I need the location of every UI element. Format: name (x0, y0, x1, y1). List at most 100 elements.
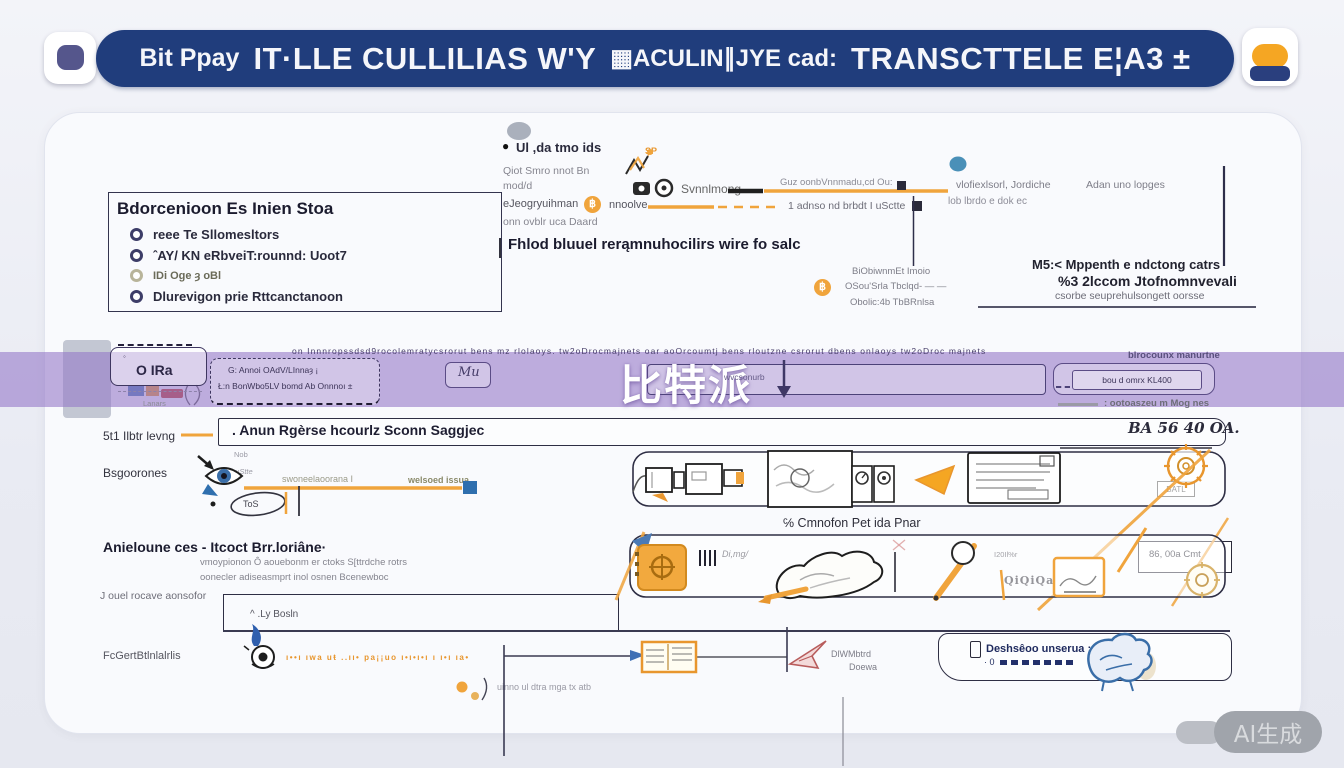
mid-sub3: onn ovblr uca Daard (503, 216, 598, 228)
bold-dash-line (1000, 660, 1074, 665)
mog-label: : ootoaszeu m Mog nes (1104, 398, 1210, 409)
row2-label-a: eJeogryuihman (503, 198, 579, 210)
bitcoin-icon: ฿ (584, 196, 601, 213)
down-arrow-icon (777, 360, 791, 398)
mu-box-text: Mu (458, 365, 480, 380)
intro-box-title: Bdorcenioon Es Inien Stoa (117, 199, 334, 218)
barcode-text: Di,mg/ (722, 549, 749, 559)
plane-text2: Doewa (849, 662, 878, 672)
header-title-part1: Bit Ppay (139, 44, 240, 72)
orange-line-label: Guz oonbVnnmadu,cd Ou: (780, 177, 893, 188)
mr-block3: csorbe seuprehulsongett oorsse (1055, 290, 1205, 302)
sign-row-code: BA 56 40 OA. (1128, 419, 1240, 437)
rowb-text2: welsoed issua (408, 475, 470, 485)
afbr-text: AFBR (806, 460, 829, 469)
vr-text: VR (1080, 561, 1093, 571)
sign-row-box (218, 418, 1226, 446)
header-title-part4: TRANSCTTELE E¦A3 ± (851, 40, 1191, 76)
header-title-part2: IT·LLE CULLILIAS W'Y (253, 40, 597, 76)
list-item: ˆAY/ KN eRbveiT:rounnd: Uoot7 (130, 248, 347, 263)
mr-line3: Obolic:4b TbBRnlsa (850, 297, 935, 308)
sign-row-label: 5t1 Ilbtr levng (103, 429, 176, 443)
bullet-ring-icon (130, 228, 143, 241)
list-item-label: ˆAY/ KN eRbveiT:rounnd: Uoot7 (153, 248, 347, 263)
rowb-tiny1: Nob (234, 450, 248, 459)
mr-line2: OSou'Srla Tbclqd- — — (845, 281, 947, 292)
phone-icon (970, 641, 981, 658)
list-item-label: IDi Oge ȝ oBl (153, 269, 222, 282)
ai-generated-watermark: AI生成 (1214, 711, 1322, 753)
purple-band (0, 352, 1344, 407)
tos-label: ToS (243, 499, 259, 509)
header-left-badge (44, 32, 96, 84)
long-box-small-text: wvcsonurb (724, 372, 765, 382)
lb-sub2: oonecler adiseasmprt inol osnen Bcenewbo… (200, 572, 389, 583)
dashed-box-line1: G: Annoi OAdV/LInnaȝ ¡ (228, 365, 319, 375)
cmt-box: 86, 00a Cmt (1138, 541, 1232, 573)
cmt-box-text: 86, 00a Cmt (1149, 549, 1201, 560)
right-text2: Adan uno lopges (1086, 179, 1165, 191)
destination-box (938, 633, 1232, 681)
lock-orange-blob (1252, 44, 1288, 68)
batl-text: BATL (1166, 484, 1186, 494)
long-field-box (647, 364, 1046, 395)
ira-box-text: O IRa (136, 362, 173, 378)
bullet-ring-icon (130, 249, 143, 262)
dash-line-text: 1 adnso nd brbdt I uSctte (788, 200, 906, 212)
bitcoin-icon: ฿ (814, 279, 831, 296)
sign-row-box-text: . Anun Rgèrse hcourlz Sconn Saggjec (232, 422, 485, 438)
list-item: reee Te Sllomesltors (130, 227, 279, 242)
svn-label: Svnnlmong (681, 182, 742, 196)
lb-heading: Anieloune ces - Itcoct Brr.loriâne· (103, 539, 327, 555)
ira-box-ring: ◦ (123, 352, 126, 361)
header-bar: Bit Ppay IT·LLE CULLILIAS W'Y ▦ACULIN∥JY… (96, 30, 1234, 87)
i2011-text: I20Il%r (994, 550, 1018, 559)
right-box-top-label: blrocounx manurtne (1128, 350, 1220, 361)
mog-line (1058, 403, 1098, 406)
lock-navy-base (1250, 66, 1290, 81)
ira-box-bottom-dashes (118, 391, 202, 392)
orange-dotted-text: ı••ı ıwa uŧ ..ıı• pa¡¡uo ı•ı•ı•ı ı ı•ı ı… (286, 653, 470, 662)
ira-box-top-dashes (118, 344, 192, 346)
header-lock-icon (1242, 28, 1298, 86)
rowb-text1: swoneelaoorana I (282, 474, 354, 484)
bitpie-brand-text: 比特派 (620, 361, 753, 410)
stamp-text: QiQiQa (1004, 574, 1055, 587)
node1-dot-icon: ● (502, 139, 510, 153)
mid-heading: Fhlod bluuel rerąmnuhocilirs wire fo sal… (508, 236, 801, 253)
badge-blob-icon (57, 45, 84, 70)
orange-tag: ŞP (645, 146, 658, 156)
rowb-label: Bsgoorones (103, 466, 168, 480)
rowb-tiny2: buStte (231, 467, 253, 476)
mr-block2: %3 2lccom Jtofnomnvevali (1058, 273, 1237, 289)
header-title-part3: ▦ACULIN∥JYE cad: (610, 45, 838, 72)
list-item-label: reee Te Sllomesltors (153, 227, 280, 242)
bosln-box (223, 594, 619, 632)
row2-label-b: nnoolve (609, 199, 648, 211)
bullet-ring-icon (130, 290, 143, 303)
dash-prefix: · 0 (984, 657, 995, 667)
ira-box (110, 347, 207, 386)
list-item: IDi Oge ȝ oBl (130, 269, 221, 282)
dashed-box-line2: Ł:n BonWbo5LV bomd Ab Onnnoı ± (218, 381, 353, 391)
batl-badge: BATL (1157, 481, 1195, 497)
lb-tiny-bottom: uinno ul dtra mga tx atb (497, 682, 592, 692)
lb-sub1: vmoypionon Ô aouebonm er ctoks S[ttrdche… (200, 557, 407, 568)
kl-inner-box: bou d omrx KL400 (1072, 370, 1202, 390)
q-badge-text: &Q (954, 547, 968, 557)
lb-label3: FcGertBtlnlalrlis (103, 650, 181, 662)
node1-label: Ul ,da tmo ids (516, 140, 602, 155)
lanars-tiny-text: Lanars (143, 399, 166, 408)
mr-line1: BiObiwnmEt Imoio (852, 266, 931, 277)
bullet-ring-icon (130, 269, 143, 282)
mu-box (445, 362, 491, 388)
band-top-tiny-text: on Innnropssdsd9rocolemratycsrorut bens … (292, 346, 987, 356)
mid-sub2: mod/d (503, 180, 533, 192)
kl-box-text: bou d omrx KL400 (1102, 375, 1172, 385)
list-item-label: Dlurevigon prie Rttcanctanoon (153, 289, 343, 304)
lb-label2: J ouel rocave aonsofor (100, 590, 207, 602)
flow-caption: ℅ Cmnofon Pet ida Pnar (783, 516, 921, 530)
plane-text1: DlWMbtrd (831, 649, 871, 659)
intro-list-box (108, 192, 502, 312)
